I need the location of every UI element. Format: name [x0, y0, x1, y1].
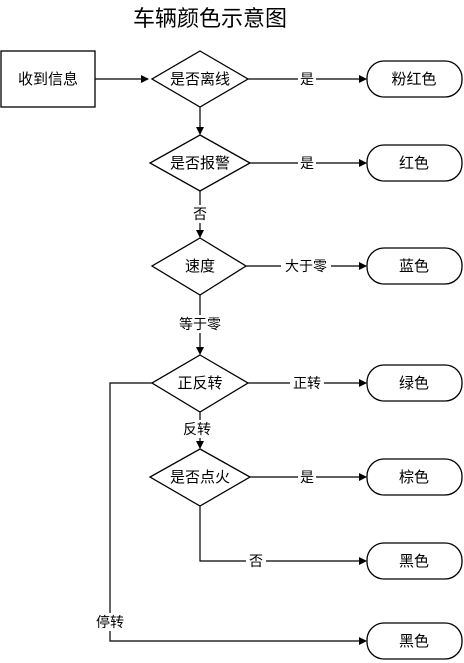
svg-text:绿色: 绿色 [399, 374, 429, 392]
node-start: 收到信息 [0, 50, 96, 108]
svg-text:棕色: 棕色 [399, 468, 429, 486]
edge-label-direction-forward: 正转 [290, 374, 324, 392]
terminal-brown: 棕色 [366, 458, 463, 496]
terminal-pink: 粉红色 [366, 60, 463, 98]
terminal-red: 红色 [366, 144, 463, 182]
decision-speed: 速度 [150, 237, 248, 296]
svg-text:蓝色: 蓝色 [399, 257, 429, 275]
svg-text:是否离线: 是否离线 [170, 70, 230, 88]
svg-text:是: 是 [300, 156, 314, 172]
svg-text:停转: 停转 [96, 614, 124, 631]
svg-text:是: 是 [300, 72, 314, 88]
svg-text:是否点火: 是否点火 [170, 468, 230, 486]
edge-direction-black2 [109, 382, 367, 645]
terminal-blue: 蓝色 [366, 247, 463, 285]
decision-direction: 正反转 [150, 354, 250, 413]
decision-ignition: 是否点火 [148, 448, 252, 507]
edge-label-ignition-yes: 是 [298, 468, 316, 486]
svg-text:等于零: 等于零 [179, 316, 221, 333]
terminal-black-stop: 黑色 [366, 622, 463, 660]
terminal-black-ignition: 黑色 [366, 542, 463, 580]
edge-ignition-black1 [199, 506, 367, 565]
svg-text:收到信息: 收到信息 [18, 70, 78, 88]
svg-text:粉红色: 粉红色 [391, 70, 436, 88]
svg-text:红色: 红色 [399, 154, 429, 172]
edge-label-direction-reverse: 反转 [180, 420, 214, 438]
decision-offline: 是否离线 [150, 50, 250, 108]
svg-text:反转: 反转 [183, 422, 211, 438]
terminal-green: 绿色 [366, 364, 463, 402]
svg-text:大于零: 大于零 [285, 259, 327, 275]
svg-text:正反转: 正反转 [177, 374, 222, 392]
edge-label-alarm-no: 否 [190, 205, 210, 223]
svg-text:是: 是 [300, 470, 314, 486]
svg-text:正转: 正转 [293, 376, 321, 392]
edge-label-direction-stop: 停转 [92, 613, 128, 631]
edge-label-offline-yes: 是 [298, 70, 316, 88]
diagram-title: 车辆颜色示意图 [133, 7, 287, 32]
edge-label-alarm-yes: 是 [298, 154, 316, 172]
svg-text:黑色: 黑色 [399, 632, 429, 650]
svg-text:速度: 速度 [185, 257, 215, 275]
decision-alarm: 是否报警 [148, 134, 252, 192]
svg-text:黑色: 黑色 [399, 552, 429, 570]
svg-text:是否报警: 是否报警 [170, 154, 230, 172]
svg-text:否: 否 [249, 554, 263, 570]
edge-label-speed-eq-zero: 等于零 [173, 315, 227, 333]
svg-text:否: 否 [193, 207, 207, 223]
edge-label-ignition-no: 否 [246, 552, 266, 570]
edge-label-speed-gt-zero: 大于零 [281, 257, 331, 275]
